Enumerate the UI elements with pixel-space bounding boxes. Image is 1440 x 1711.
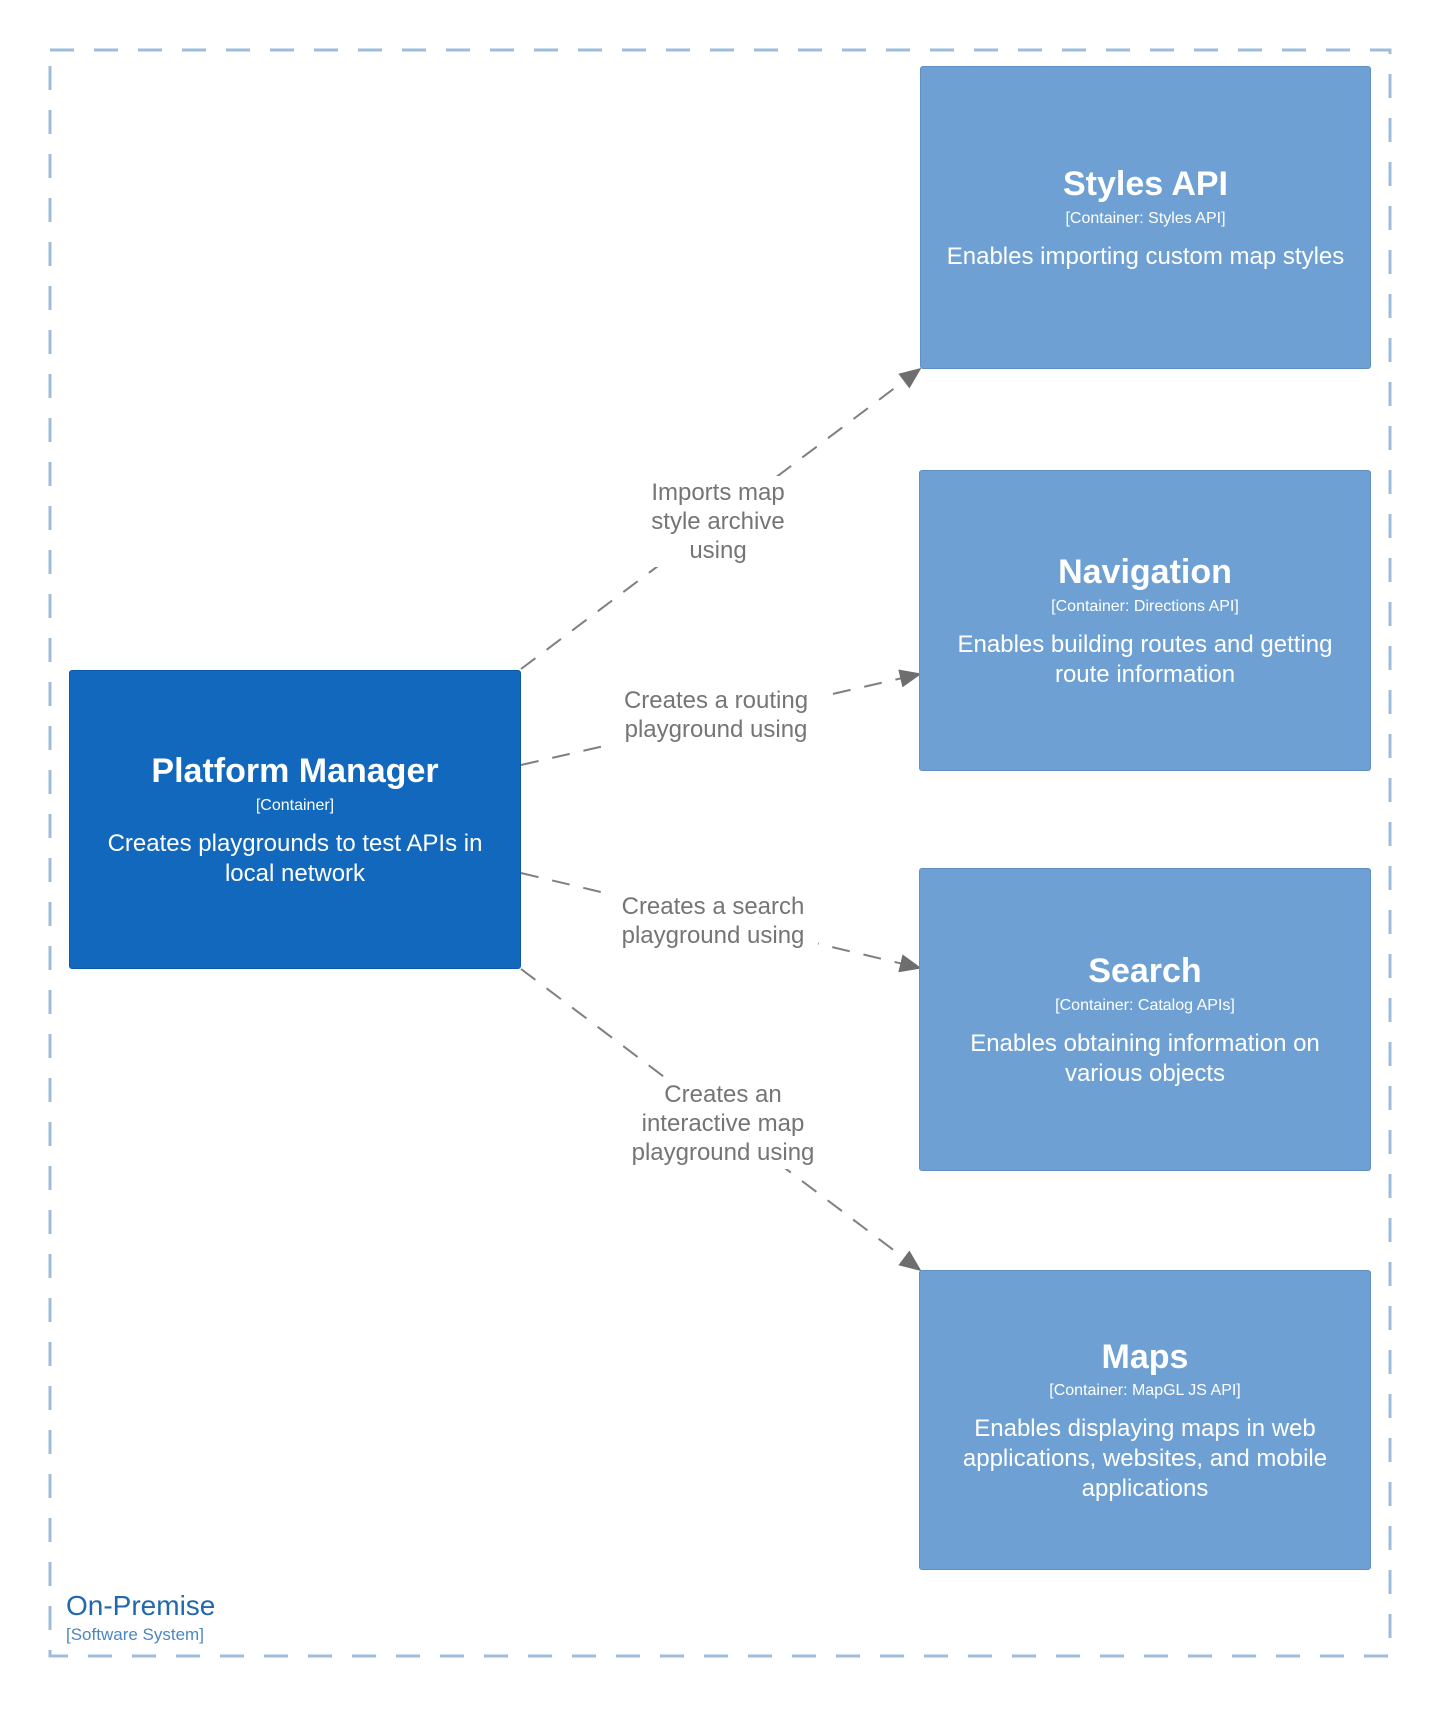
- node-title: Maps: [1101, 1337, 1189, 1376]
- node-meta: [Container: Directions API]: [1051, 597, 1239, 615]
- edge-label-imports-map-style: Imports map style archive using: [639, 476, 797, 567]
- edge-label-search-playground: Creates a search playground using: [608, 890, 818, 952]
- node-meta: [Container: Catalog APIs]: [1055, 996, 1235, 1014]
- node-search: Search [Container: Catalog APIs] Enables…: [919, 868, 1371, 1171]
- node-description: Enables building routes and getting rout…: [957, 630, 1333, 688]
- node-title: Platform Manager: [151, 752, 439, 791]
- node-styles-api: Styles API [Container: Styles API] Enabl…: [920, 66, 1371, 369]
- boundary-meta: [Software System]: [66, 1625, 204, 1644]
- node-title: Navigation: [1058, 553, 1232, 592]
- on-premise-boundary-label: On-Premise [Software System]: [66, 1590, 215, 1645]
- node-meta: [Container]: [255, 796, 335, 814]
- boundary-name: On-Premise: [66, 1590, 216, 1621]
- node-title: Search: [1088, 952, 1202, 991]
- node-title: Styles API: [1062, 165, 1229, 204]
- node-meta: [Container: Styles API]: [1065, 209, 1226, 227]
- node-platform-manager: Platform Manager [Container] Creates pla…: [69, 670, 521, 969]
- node-description: Enables displaying maps in web applicati…: [962, 1415, 1328, 1503]
- node-meta: [Container: MapGL JS API]: [1049, 1382, 1241, 1400]
- node-description: Enables importing custom map styles: [946, 242, 1345, 270]
- edge-label-routing-playground: Creates a routing playground using: [611, 684, 821, 746]
- node-description: Creates playgrounds to test APIs in loca…: [107, 829, 483, 887]
- node-navigation: Navigation [Container: Directions API] E…: [919, 470, 1371, 771]
- node-maps: Maps [Container: MapGL JS API] Enables d…: [919, 1270, 1371, 1570]
- edge-label-interactive-map-playground: Creates an interactive map playground us…: [625, 1078, 821, 1169]
- node-description: Enables obtaining information on various…: [970, 1029, 1320, 1087]
